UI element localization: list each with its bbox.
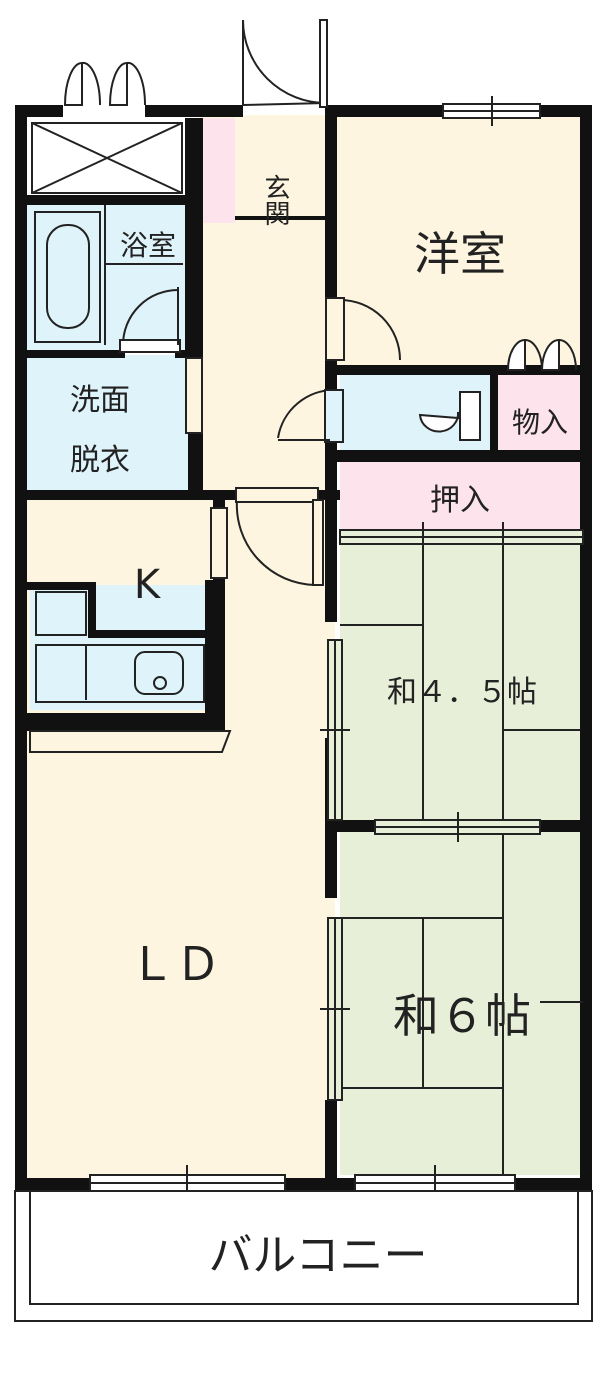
windows <box>89 96 584 1200</box>
label-western: 洋室 <box>414 227 506 281</box>
toilet-icon <box>418 391 481 441</box>
floor-closet <box>340 462 583 537</box>
label-ld: ＬＤ <box>129 937 221 991</box>
floor-storage <box>498 375 583 450</box>
label-wash-2: 脱衣 <box>70 443 130 478</box>
label-bath: 浴室 <box>120 229 176 262</box>
floor-bath <box>25 205 190 350</box>
walls <box>15 105 592 1190</box>
label-tatami-small: 和４．５帖 <box>387 675 537 710</box>
floor-washroom <box>25 355 190 495</box>
label-wash-1: 洗面 <box>70 383 130 418</box>
floor-shoe-box <box>200 118 235 223</box>
floor-kitchen-counter <box>30 585 210 710</box>
tatami-lines-small <box>340 545 583 820</box>
label-balcony: バルコニー <box>208 1230 427 1281</box>
range-hood <box>29 730 232 753</box>
label-closet: 押入 <box>430 483 490 518</box>
label-kitchen: K <box>134 562 162 608</box>
washing-machine-pan <box>31 122 183 194</box>
kitchen-counter <box>35 591 205 703</box>
balcony-outline <box>14 1190 593 1322</box>
label-tatami-large: 和６帖 <box>393 989 531 1043</box>
label-genkan: 玄関 <box>260 174 290 226</box>
floor-tatami-small <box>340 545 583 820</box>
tatami-lines-large <box>340 830 504 1175</box>
label-storage: 物入 <box>512 406 568 439</box>
bathtub-icon <box>34 205 183 345</box>
floor-western <box>335 115 585 370</box>
doors <box>63 19 577 586</box>
